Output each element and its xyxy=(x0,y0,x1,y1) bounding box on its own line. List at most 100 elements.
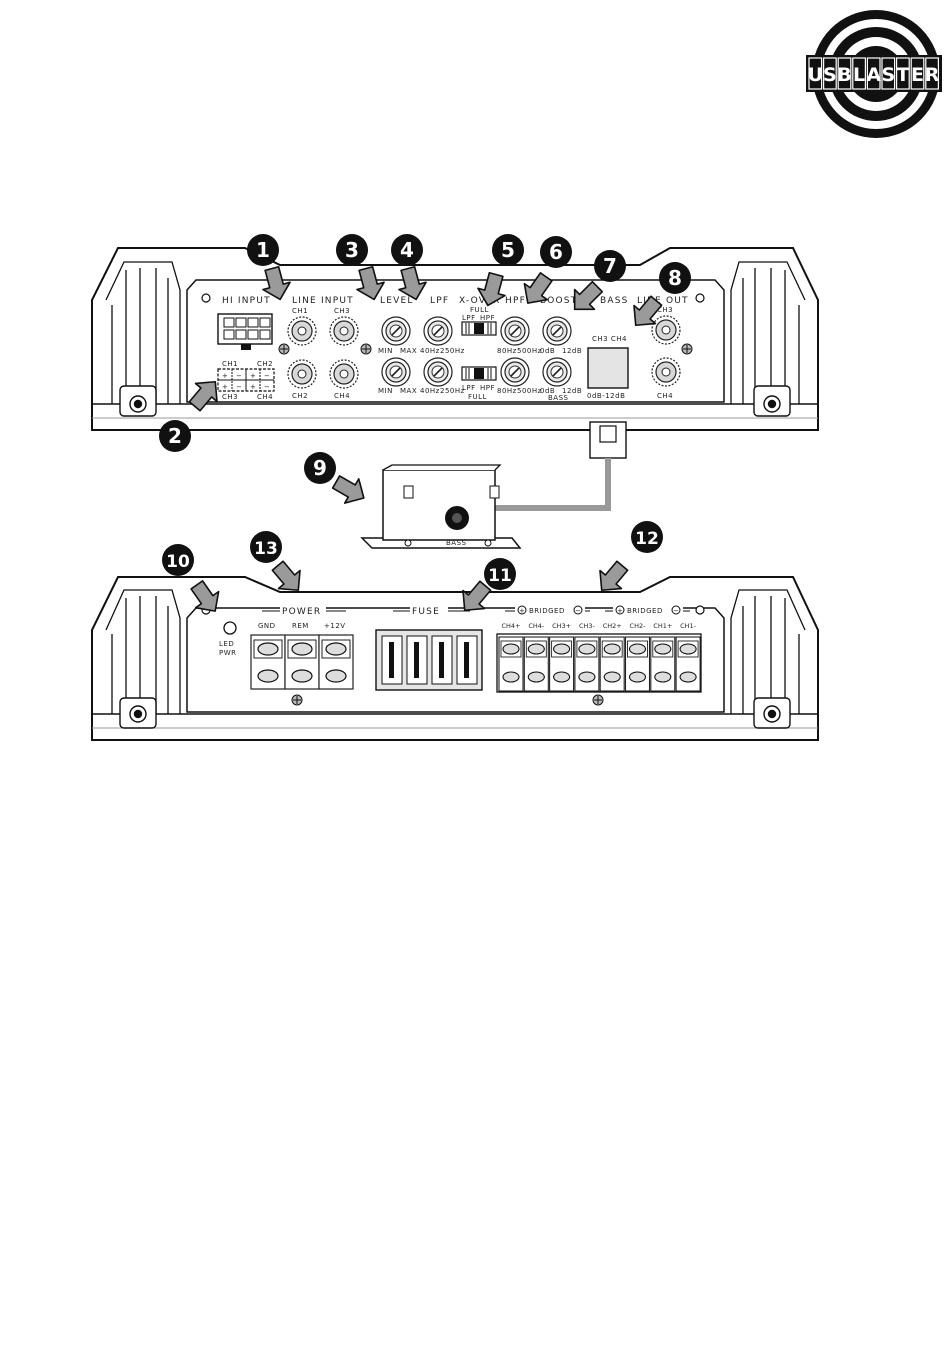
logo-letter: R xyxy=(925,64,940,86)
grid-ch3-label: CH3 xyxy=(222,393,238,401)
speaker-terminal-label: CH2+ xyxy=(603,622,622,630)
boost-label: BOOST xyxy=(540,296,577,306)
speaker-terminal[interactable] xyxy=(675,636,701,692)
rca-ch4-label: CH4 xyxy=(334,392,350,400)
callout-badge-11 xyxy=(484,558,516,590)
speaker-terminal[interactable] xyxy=(650,636,676,692)
callout-number-2: 2 xyxy=(168,424,182,448)
line-out-label: LINE OUT xyxy=(637,296,689,306)
fuse-label: FUSE xyxy=(412,607,440,617)
callout-number-8: 8 xyxy=(668,266,682,290)
grid-ch2-label: CH2 xyxy=(257,360,273,368)
callout-number-6: 6 xyxy=(549,240,563,264)
v12-label: +12V xyxy=(324,622,346,630)
line-input-ch1-jack[interactable] xyxy=(287,316,317,346)
callout-number-1: 1 xyxy=(256,238,270,262)
boost-low-label: 0dB xyxy=(540,347,555,355)
hpf-high-label: 500Hz xyxy=(517,347,542,355)
logo-letter: T xyxy=(896,64,909,86)
power-led xyxy=(223,621,237,635)
boost-bass-label: BASS xyxy=(548,394,569,402)
logo-letter-box xyxy=(881,57,896,90)
ground-screw-icon xyxy=(681,343,693,355)
speaker-terminal[interactable] xyxy=(624,636,651,692)
ground-screw-icon xyxy=(278,343,290,355)
bridged-label-left: BRIDGED xyxy=(529,607,565,615)
lpf-low-label: 40Hz xyxy=(420,347,440,355)
bass-remote-cable xyxy=(495,421,627,511)
logo-letter: S xyxy=(881,64,895,86)
speaker-terminal-label: CH4+ xyxy=(501,622,520,630)
bass-boost-knob-rear[interactable] xyxy=(542,357,572,387)
remote-bass-label: BASS xyxy=(446,539,467,547)
lpf-low-label: 40Hz xyxy=(420,387,440,395)
gnd-terminal[interactable] xyxy=(250,634,286,690)
speaker-terminal[interactable] xyxy=(574,636,600,692)
hpf-knob-rear[interactable] xyxy=(500,357,530,387)
xover-switch-front[interactable] xyxy=(461,321,497,336)
level-max-label: MAX xyxy=(400,387,417,395)
line-input-ch4-jack[interactable] xyxy=(329,359,359,389)
logo-letter: U xyxy=(808,64,823,86)
bass-remote-port[interactable] xyxy=(587,347,629,389)
speaker-terminal[interactable] xyxy=(498,636,524,692)
logo-letter-box xyxy=(837,57,852,90)
lpf-knob-front[interactable] xyxy=(423,316,453,346)
callout-badge-13 xyxy=(250,531,282,563)
bass-port-channels: CH3 CH4 xyxy=(592,335,627,343)
speaker-terminal-block xyxy=(496,633,702,693)
xover-switch-rear[interactable] xyxy=(461,366,497,381)
line-input-label: LINE INPUT xyxy=(292,296,354,306)
logo-letter-box xyxy=(925,57,939,90)
logo-letter: A xyxy=(866,64,881,86)
speaker-terminal[interactable] xyxy=(549,636,575,692)
callout-number-12: 12 xyxy=(635,529,659,549)
callout-badge-4 xyxy=(391,234,423,266)
level-knob-rear[interactable] xyxy=(381,357,411,387)
bass-boost-knob-front[interactable] xyxy=(542,316,572,346)
power-label: POWER xyxy=(282,607,321,617)
speaker-terminal[interactable] xyxy=(599,636,625,692)
line-out-ch3-jack[interactable] xyxy=(651,315,681,345)
lineout-ch4-label: CH4 xyxy=(657,392,673,400)
bridged-label-right: BRIDGED xyxy=(627,607,663,615)
rca-ch2-label: CH2 xyxy=(292,392,308,400)
xover-full-label: FULL xyxy=(468,393,487,401)
level-knob-front[interactable] xyxy=(381,316,411,346)
logo-letter: E xyxy=(911,64,924,86)
speaker-terminals: CH4+CH4-CH3+CH3-CH2+CH2-CH1+CH1- xyxy=(496,622,702,693)
hi-input-label: HI INPUT xyxy=(222,296,271,306)
callout-badge-2 xyxy=(159,420,191,452)
callout-badge-9 xyxy=(304,452,336,484)
lpf-knob-rear[interactable] xyxy=(423,357,453,387)
callout-number-13: 13 xyxy=(254,539,278,559)
level-label: LEVEL xyxy=(380,296,414,306)
callout-badge-6 xyxy=(540,236,572,268)
hi-input-connector[interactable] xyxy=(217,313,273,350)
v12-terminal[interactable] xyxy=(318,634,354,690)
line-out-ch4-jack[interactable] xyxy=(651,357,681,387)
xover-hpf-label: HPF xyxy=(480,314,495,322)
logo-letter-box xyxy=(808,57,823,90)
minus-sign: − xyxy=(264,383,270,391)
line-input-ch2-jack[interactable] xyxy=(287,359,317,389)
plus-sign: + xyxy=(250,372,256,380)
hpf-knob-front[interactable] xyxy=(500,316,530,346)
logo-letter: B xyxy=(837,64,851,86)
led-label: LED xyxy=(219,640,234,648)
callout-badge-8 xyxy=(659,262,691,294)
rem-terminal[interactable] xyxy=(284,634,320,690)
rca-ch3-label: CH3 xyxy=(334,307,350,315)
speaker-terminal[interactable] xyxy=(523,636,549,692)
line-input-ch3-jack[interactable] xyxy=(329,316,359,346)
logo-letter-box xyxy=(866,57,881,90)
bass-remote-control[interactable]: BASS xyxy=(360,464,522,549)
fuse-holder xyxy=(375,629,483,691)
grid-ch4-label: CH4 xyxy=(257,393,273,401)
plus-sign: + xyxy=(519,607,525,615)
lpf-high-label: 250Hz xyxy=(440,347,465,355)
callout-number-5: 5 xyxy=(501,238,515,262)
callout-number-4: 4 xyxy=(400,238,414,262)
boost-high-label: 12dB xyxy=(562,387,582,395)
